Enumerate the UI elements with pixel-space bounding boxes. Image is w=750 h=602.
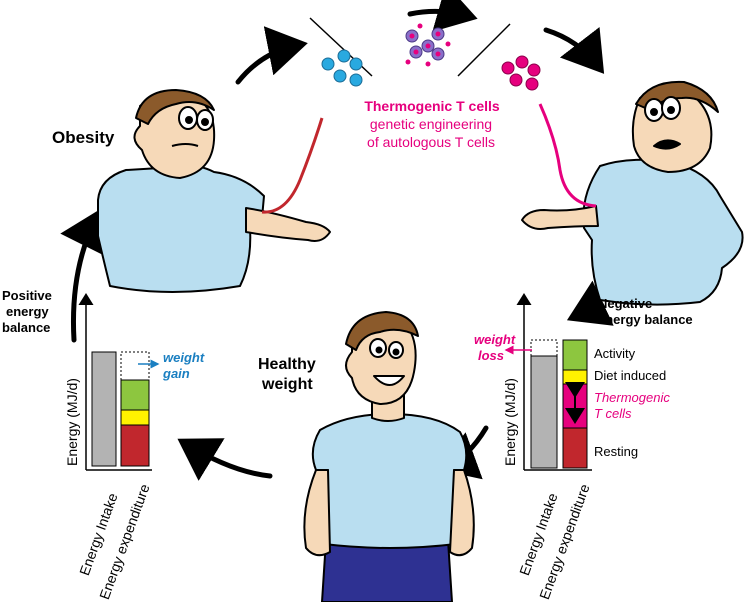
bar-deficit (530, 339, 558, 357)
label-weight-gain-1: weight (163, 350, 205, 365)
right-chart-ylabel: Energy (MJ/d) (502, 378, 518, 466)
shirt (311, 413, 468, 549)
legend-thermogenic-2: T cells (594, 406, 632, 421)
arm (521, 205, 599, 230)
obese-figure-right (521, 80, 744, 306)
arm (449, 469, 475, 557)
label-weight-loss-1: weight (474, 332, 516, 347)
bar-resting (120, 424, 150, 467)
legend-resting: Resting (594, 444, 639, 459)
label-thermogenic-title: Thermogenic T cells (364, 98, 500, 114)
hair (345, 311, 419, 351)
arrow-positive-to-obesity (60, 209, 105, 343)
label-thermogenic-line2: of autologous T cells (367, 134, 495, 150)
label-positive-3: balance (2, 320, 51, 335)
bar-resting (562, 427, 588, 469)
label-negative-2: energy balance (598, 312, 693, 327)
t-cell-transition (309, 17, 541, 91)
arm (245, 207, 331, 242)
iv-line-left (261, 117, 324, 214)
bar-diet (562, 369, 588, 385)
bar-activity (120, 379, 150, 411)
transitioning-cells (405, 23, 451, 67)
label-weight-loss-2: loss (478, 348, 505, 363)
arm (303, 469, 331, 557)
bar-intake (530, 355, 558, 469)
arrow-cells-middle (407, 0, 478, 32)
obese-figure-left (97, 89, 331, 293)
shirt (97, 163, 265, 293)
label-positive-1: Positive (2, 288, 52, 303)
bar-diet (120, 409, 150, 426)
label-thermogenic-line1: genetic engineering (369, 116, 493, 132)
pink-cells (501, 55, 541, 91)
shirt (582, 158, 744, 306)
healthy-figure (303, 311, 475, 602)
label-weight-gain-2: gain (163, 366, 190, 381)
left-energy-chart (78, 293, 160, 471)
label-negative-1: Negative (598, 296, 653, 311)
label-obesity: Obesity (52, 128, 115, 147)
arrow-healthy-to-chart (177, 438, 273, 481)
bar-intake (91, 351, 117, 467)
left-chart-ylabel: Energy (MJ/d) (64, 378, 80, 466)
label-positive-2: energy (6, 304, 49, 319)
pants (321, 539, 453, 602)
label-healthy-2: weight (262, 376, 313, 393)
legend-thermogenic-1: Thermogenic (594, 390, 670, 405)
legend-diet-induced: Diet induced (594, 368, 667, 383)
hair (135, 89, 215, 125)
legend-activity: Activity (594, 346, 636, 361)
iv-line-right (538, 103, 597, 208)
arrow-cells-to-negative (543, 26, 605, 74)
blue-cells (321, 49, 363, 87)
bar-activity (562, 339, 588, 371)
label-healthy-1: Healthy (258, 356, 316, 373)
arrow-obesity-to-cells (235, 26, 308, 85)
bar-surplus (120, 351, 150, 381)
right-energy-chart (504, 293, 592, 471)
